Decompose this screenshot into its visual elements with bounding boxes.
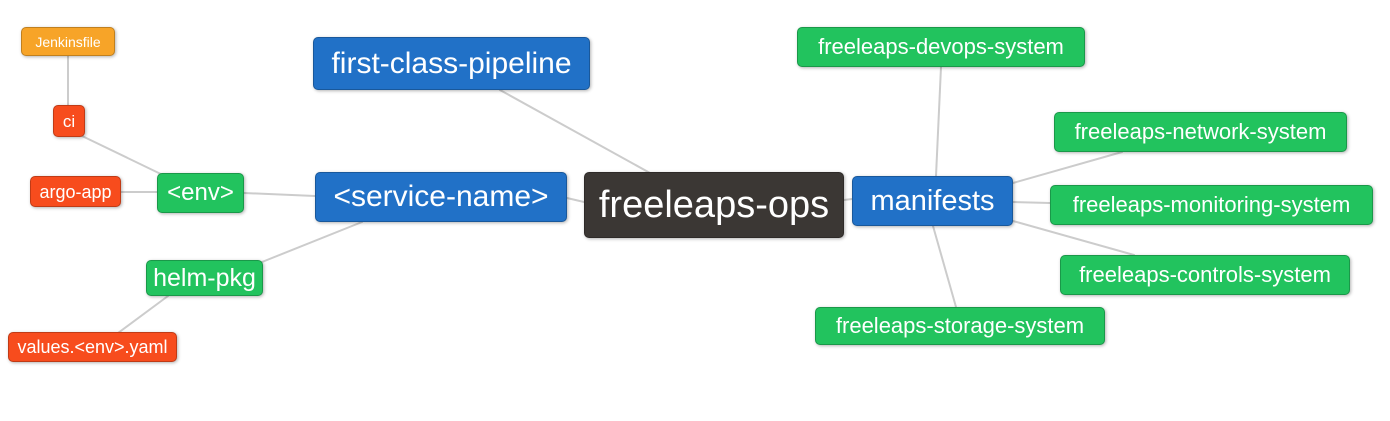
edge-env--service-name xyxy=(243,192,316,197)
edge-manifests--freeleaps-devops-system xyxy=(935,66,942,177)
edge-service-name--freeleaps-ops xyxy=(566,197,585,203)
edge-manifests--freeleaps-controls-system xyxy=(1012,220,1135,256)
node-first-class-pipeline[interactable]: first-class-pipeline xyxy=(313,37,590,90)
node-service-name[interactable]: <service-name> xyxy=(315,172,567,222)
node-values-env-yaml[interactable]: values.<env>.yaml xyxy=(8,332,177,362)
node-freeleaps-network-system[interactable]: freeleaps-network-system xyxy=(1054,112,1347,152)
edge-service-name--helm-pkg xyxy=(261,221,363,263)
node-ci[interactable]: ci xyxy=(53,105,85,137)
node-freeleaps-ops[interactable]: freeleaps-ops xyxy=(584,172,844,238)
edge-ci--env xyxy=(79,134,168,178)
node-freeleaps-storage-system[interactable]: freeleaps-storage-system xyxy=(815,307,1105,345)
edge-manifests--freeleaps-storage-system xyxy=(932,225,957,308)
node-env[interactable]: <env> xyxy=(157,173,244,213)
edge-helm-pkg--values-env-yaml xyxy=(117,295,169,334)
node-freeleaps-devops-system[interactable]: freeleaps-devops-system xyxy=(797,27,1085,67)
node-freeleaps-controls-system[interactable]: freeleaps-controls-system xyxy=(1060,255,1350,295)
edge-first-class-pipeline--freeleaps-ops xyxy=(499,89,651,174)
edge-manifests--freeleaps-monitoring-system xyxy=(1012,201,1051,204)
edge-manifests--freeleaps-network-system xyxy=(1012,151,1123,184)
node-freeleaps-monitoring-system[interactable]: freeleaps-monitoring-system xyxy=(1050,185,1373,225)
edge-freeleaps-ops--manifests xyxy=(843,198,853,201)
node-helm-pkg[interactable]: helm-pkg xyxy=(146,260,263,296)
node-jenkinsfile[interactable]: Jenkinsfile xyxy=(21,27,115,56)
node-manifests[interactable]: manifests xyxy=(852,176,1013,226)
node-argo-app[interactable]: argo-app xyxy=(30,176,121,207)
